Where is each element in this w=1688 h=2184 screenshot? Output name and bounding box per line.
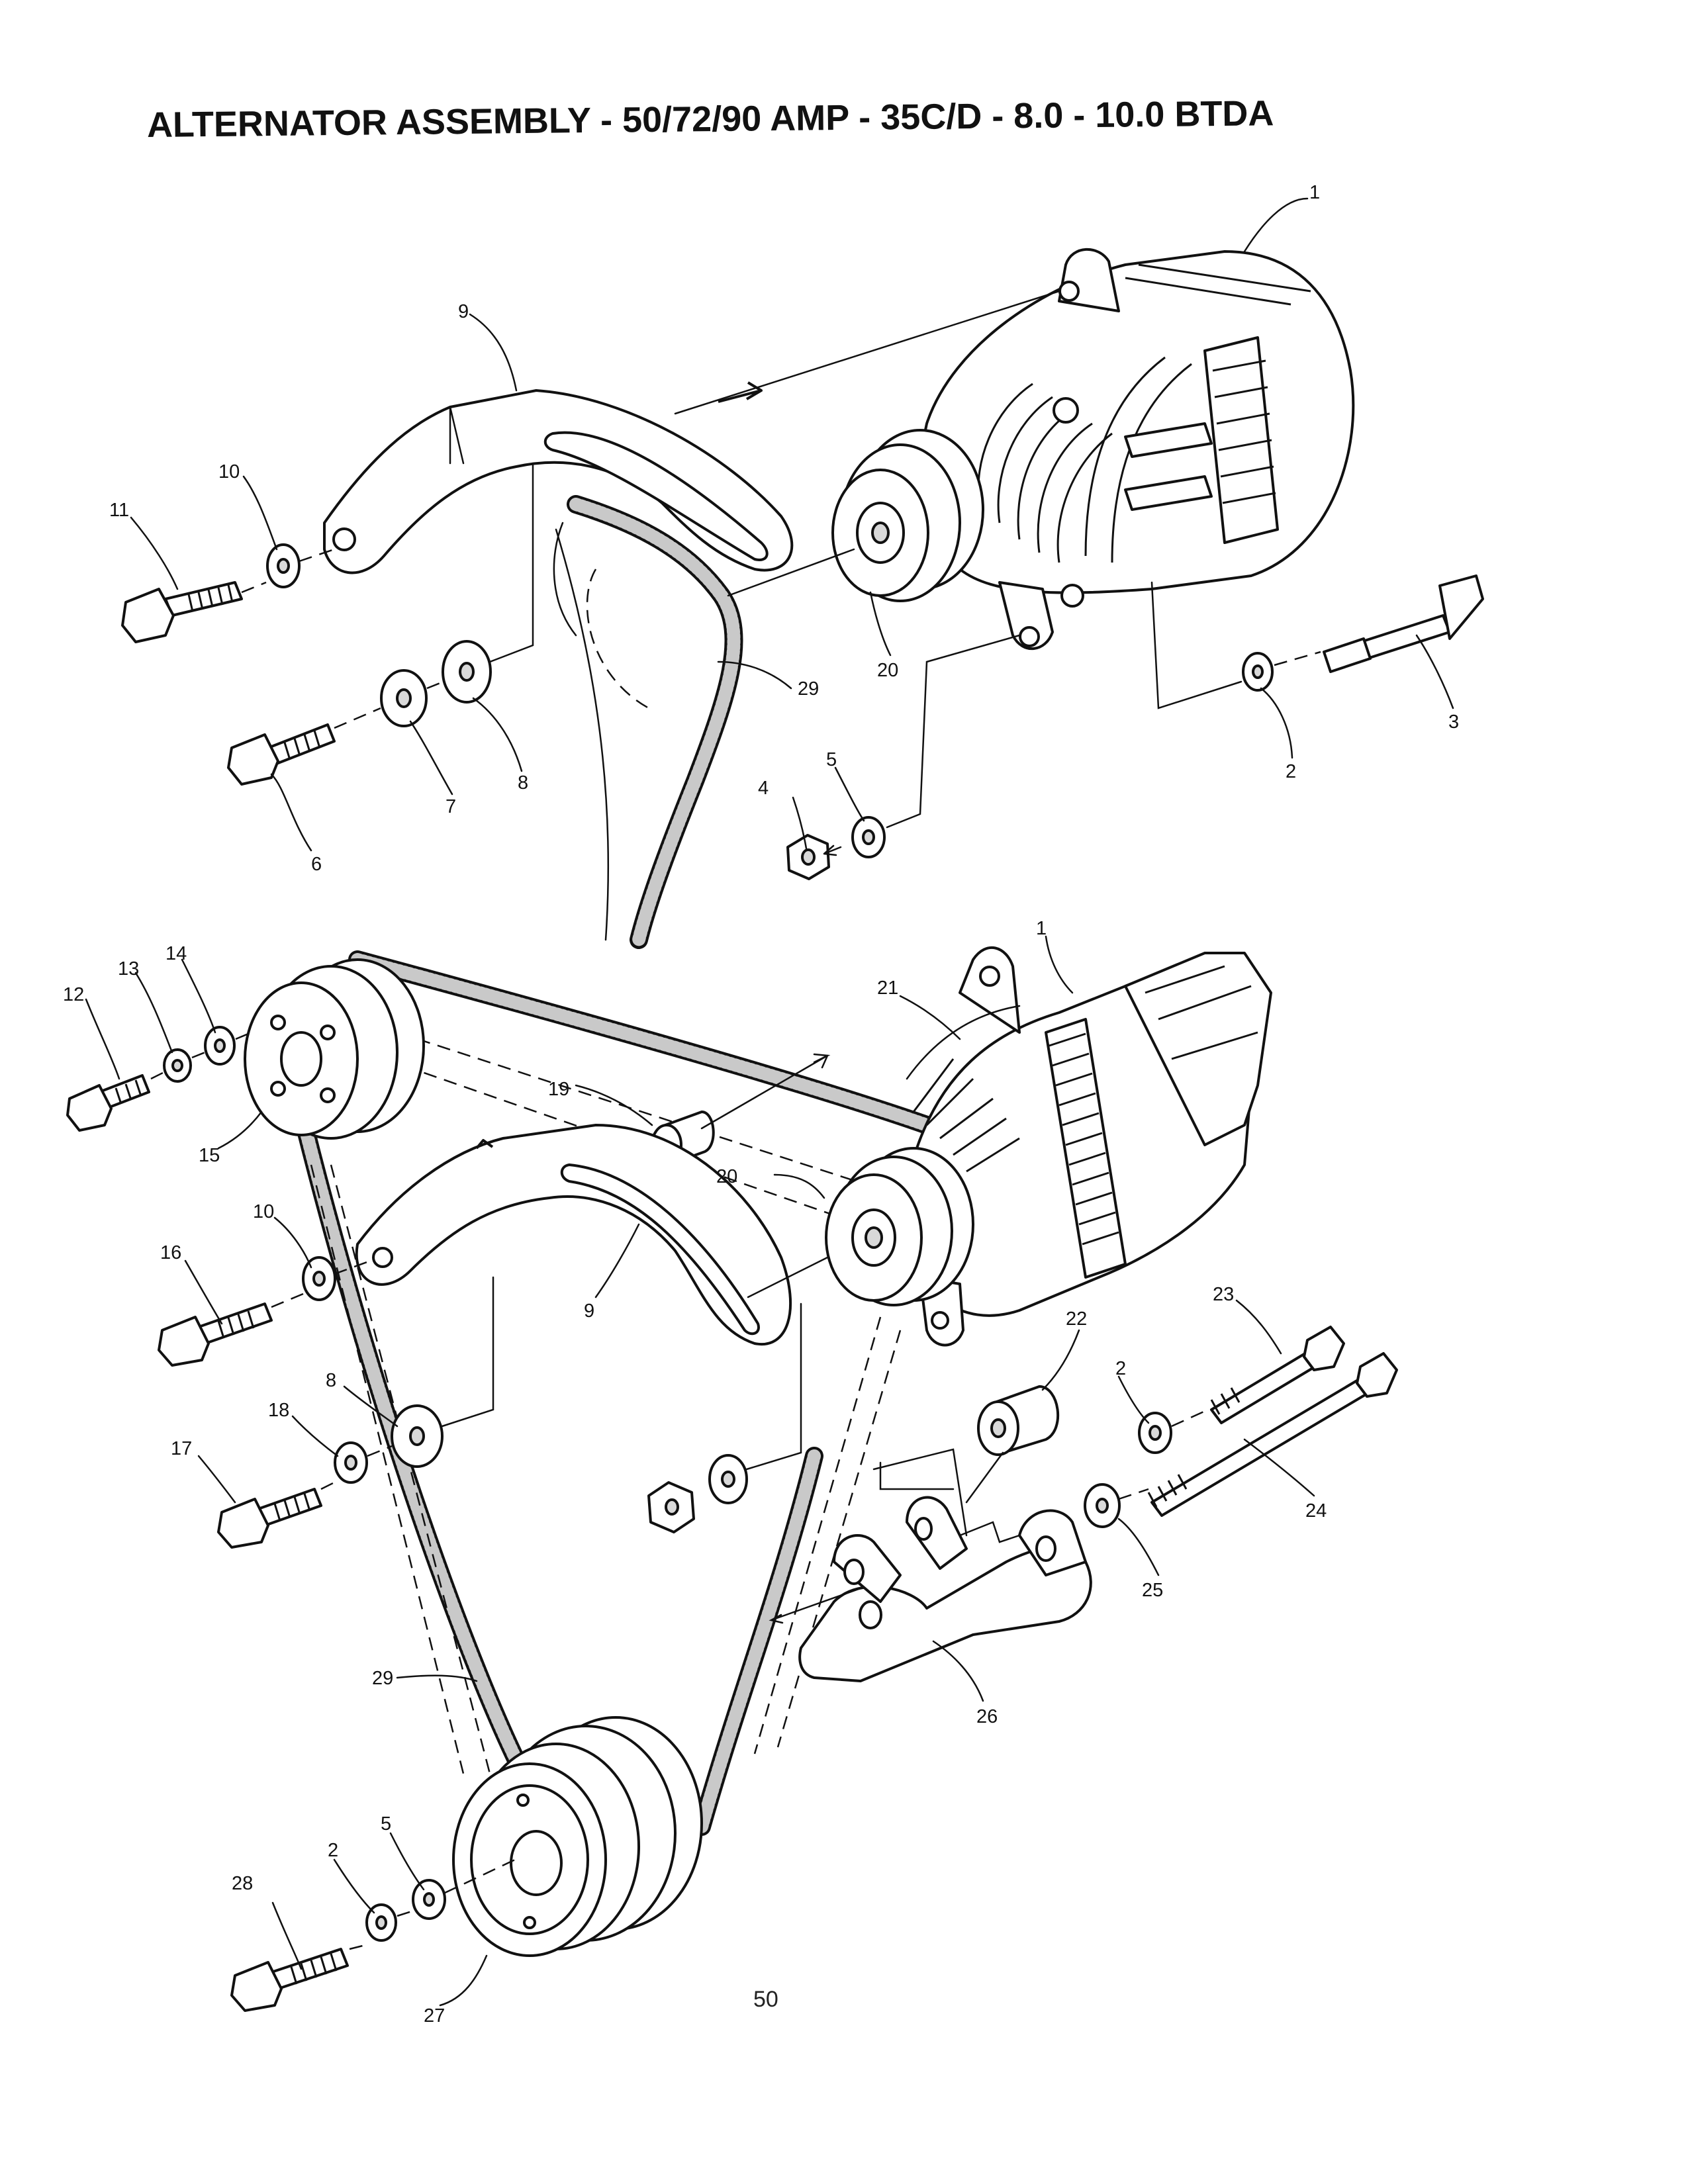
callout-bottom-washer-8: 8 [326,1370,336,1391]
bottom-washer-under-pulley [708,1302,802,1504]
top-pulley-leader [727,548,855,597]
callout-bottom-washer-13: 13 [118,958,139,979]
callout-top-washer-2: 2 [1286,761,1296,782]
callout-bottom-washer-18: 18 [268,1400,289,1421]
bottom-washer-8 [391,1276,494,1468]
bottom-washer-5 [412,1858,516,1920]
callout-bottom-bolt-16: 16 [160,1242,181,1263]
top-bolt-3 [1323,574,1484,673]
bottom-washer-2 [1138,1408,1209,1454]
bottom-bolt-28 [230,1944,363,2012]
top-drive-belt [553,495,743,949]
bottom-pulley-15 [244,958,425,1140]
callout-top-bolt-11: 11 [109,500,129,521]
top-adjusting-bracket [323,389,794,574]
callout-top-bracket-9: 9 [458,301,469,322]
top-washer-7 [334,669,428,729]
callout-bottom-washer-25: 25 [1142,1580,1163,1601]
callout-bottom-bracket-26: 26 [976,1706,998,1727]
bottom-spacer-22 [965,1385,1060,1504]
callout-top-bolt-6: 6 [311,854,322,875]
bottom-bolt-16 [158,1293,304,1367]
callout-bottom-pulley-20: 20 [716,1166,737,1187]
callout-bottom-spacer-19: 19 [548,1079,569,1100]
callout-bottom-bolt-23: 23 [1213,1284,1234,1305]
callout-top-pulley-20: 20 [877,660,898,681]
callout-bottom-belt-29: 29 [372,1668,393,1689]
bottom-nut [647,1481,695,1533]
top-washer-8 [426,462,534,704]
page-number: 50 [753,1987,778,2012]
bottom-pulley-20 [747,1147,974,1306]
callout-top-alternator: 1 [1309,182,1320,203]
callout-bottom-alternator: 1 [1036,918,1047,939]
callout-bottom-bracket-9: 9 [584,1300,594,1322]
callout-bottom-pulley-15: 15 [199,1145,220,1166]
bottom-washer-13 [150,1048,192,1083]
top-washer-2 [1150,581,1321,709]
callout-bottom-21: 21 [877,978,898,999]
bottom-bolt-12 [66,1074,150,1132]
callout-top-washer-7: 7 [445,796,456,817]
bottom-mounting-bracket-26 [769,1448,1092,1682]
bottom-bolt-17 [217,1481,335,1549]
callout-top-washer-10: 10 [218,461,240,482]
top-washer-10 [241,543,335,594]
top-washer-5 [823,634,1021,858]
callout-top-washer-5: 5 [826,749,837,770]
bottom-washer-2b [365,1903,412,1942]
callout-bottom-bolt-12: 12 [63,984,84,1005]
top-assembly-leader [674,290,1060,415]
callout-top-nut-4: 4 [758,778,769,799]
callout-bottom-washer-2: 2 [1115,1358,1126,1379]
top-nut-4 [786,834,830,880]
top-direction-arrow [718,381,763,403]
bottom-alternator [906,946,1272,1347]
callout-bottom-spacer-22: 22 [1066,1308,1087,1330]
callout-bottom-bolt-28: 28 [232,1873,253,1894]
bottom-bolt-24 [1147,1352,1398,1517]
callout-top-washer-8: 8 [518,772,528,794]
bottom-bolt-23 [1210,1326,1345,1424]
bottom-washer-25 [1084,1483,1149,1528]
callout-bottom-bolt-24: 24 [1305,1500,1327,1522]
callout-top-belt-29: 29 [798,678,819,700]
callout-bottom-washer-5: 5 [381,1813,391,1835]
callout-bottom-washer-14: 14 [165,943,187,964]
bottom-drive-belt [295,950,936,1836]
callout-bottom-pulley-27: 27 [424,2005,445,2026]
bottom-washer-14 [191,1026,252,1066]
top-alternator [920,248,1355,651]
leader-lines [85,197,1454,2007]
bottom-washer-18 [334,1441,393,1484]
top-bolt-11 [121,581,243,643]
bottom-crank-pulley-27 [452,1716,703,1957]
callout-bottom-washer-10: 10 [253,1201,274,1222]
top-bolt-6 [227,723,336,786]
callout-bottom-bolt-17: 17 [171,1438,192,1459]
bottom-adjusting-bracket [355,1124,792,1346]
top-pulley-20 [831,429,984,602]
callout-bottom-washer-2b: 2 [328,1840,338,1861]
callout-top-bolt-3: 3 [1448,711,1459,733]
callout-labels: 1 2 3 4 5 6 7 8 9 10 11 20 29 1 12 13 14… [63,182,1459,2026]
